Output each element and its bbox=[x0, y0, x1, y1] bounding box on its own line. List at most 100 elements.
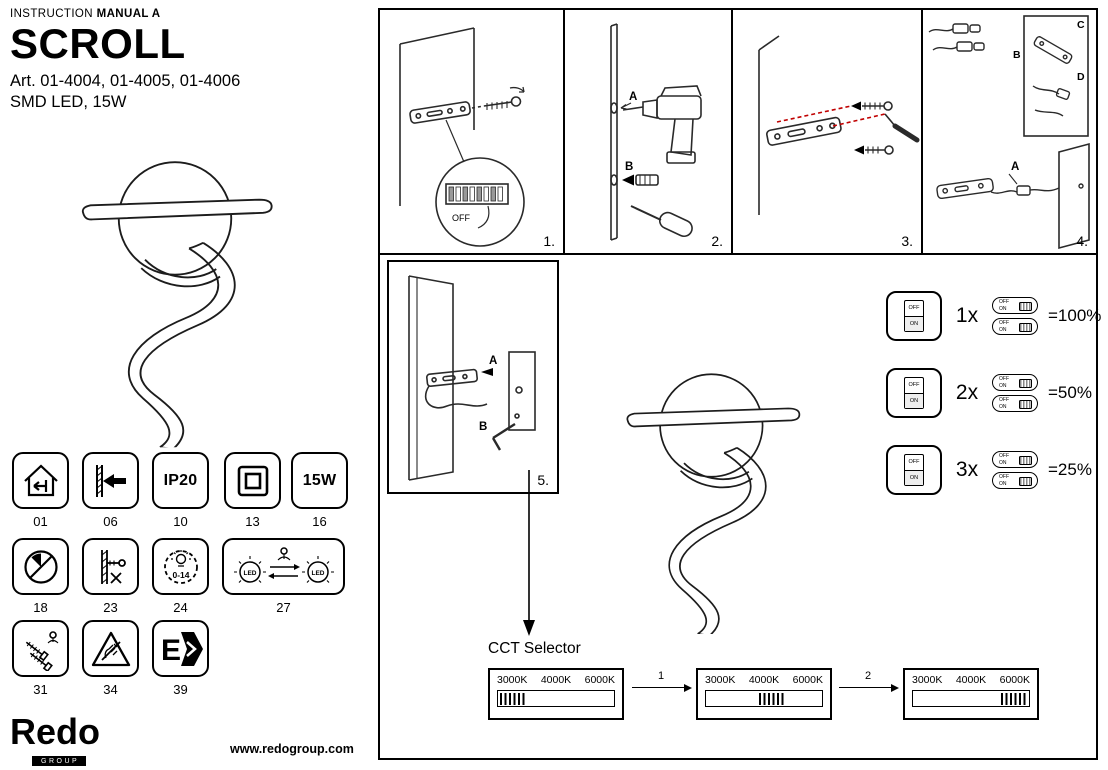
cct-selector-box-3000k: 3000K 4000K 6000K bbox=[488, 668, 624, 720]
step-number: 3. bbox=[901, 233, 913, 249]
switch-off-label: OFF bbox=[905, 455, 923, 471]
led-label-left: LED bbox=[243, 570, 256, 577]
lamp-cct-illustration bbox=[602, 339, 807, 647]
led-label-right: LED bbox=[311, 570, 324, 577]
led-swap-icon: LED LED bbox=[233, 546, 334, 583]
press-count: 3x bbox=[955, 458, 979, 481]
distance-label: 0-14 bbox=[172, 570, 189, 580]
step-1-drawing: OFF bbox=[399, 27, 525, 247]
switch-rocker: OFF ON bbox=[904, 377, 924, 409]
mini-on-label: ON bbox=[999, 383, 1007, 389]
brightness-result: =100% bbox=[1048, 306, 1102, 325]
mini-on-label: ON bbox=[999, 404, 1007, 410]
symbol-non-dimmable bbox=[12, 538, 69, 595]
right-arrow-icon bbox=[839, 683, 899, 692]
cct-label-4000k: 4000K bbox=[748, 674, 780, 686]
cct-selector-box-6000k: 3000K 4000K 6000K bbox=[903, 668, 1039, 720]
mini-on-label: ON bbox=[999, 460, 1007, 466]
dimming-option-50: OFF ON 2x OFF ON OFF ON =50% bbox=[886, 367, 1092, 419]
cct-selector-box-4000k: 3000K 4000K 6000K bbox=[696, 668, 832, 720]
dimming-option-100: OFF ON 1x OFF ON OFF ON =100% bbox=[886, 290, 1101, 342]
switch-on-label: ON bbox=[905, 393, 923, 408]
mini-switch-icon: OFF ON bbox=[992, 297, 1038, 314]
wall-screw-cross-icon bbox=[100, 549, 126, 584]
label-b: B bbox=[625, 161, 633, 173]
cct-label-3000k: 3000K bbox=[705, 674, 736, 686]
step-number: 1. bbox=[543, 233, 555, 249]
mini-on-label: ON bbox=[999, 327, 1007, 333]
wattage-label: 15W bbox=[302, 471, 337, 489]
symbol-indoor-use bbox=[12, 452, 69, 509]
symbol-do-not-touch bbox=[82, 620, 139, 677]
no-dimmer-icon bbox=[23, 549, 58, 584]
symbol-number: 23 bbox=[103, 600, 118, 615]
symbol-number: 10 bbox=[173, 514, 188, 529]
arrow-label: 2 bbox=[864, 670, 872, 682]
manual-label: INSTRUCTION bbox=[10, 8, 93, 20]
symbol-number: 18 bbox=[33, 600, 48, 615]
installation-panel: OFF 1. bbox=[378, 8, 1101, 760]
switch-sequence: OFF ON OFF ON bbox=[992, 451, 1038, 489]
mini-switch-icon: OFF ON bbox=[992, 395, 1038, 412]
mini-rocker bbox=[1019, 322, 1032, 332]
step-2: A B 2. bbox=[565, 10, 733, 255]
cct-step-arrow-1: 1 bbox=[632, 670, 692, 692]
label-a: A bbox=[489, 355, 497, 367]
step-5-drawing: A B bbox=[408, 275, 536, 481]
symbol-fixing-screws bbox=[12, 620, 69, 677]
e-letter: E bbox=[161, 634, 181, 667]
mini-off-label: OFF bbox=[999, 474, 1009, 480]
step-5: A B 5. bbox=[387, 260, 559, 494]
redo-logo: Redo GROUP bbox=[10, 714, 100, 768]
product-illustration bbox=[55, 135, 280, 450]
switch-sequence: OFF ON OFF ON bbox=[992, 374, 1038, 412]
switch-on-label: ON bbox=[905, 470, 923, 485]
cct-temperature-labels: 3000K 4000K 6000K bbox=[912, 674, 1030, 686]
symbol-wall-mount bbox=[82, 452, 139, 509]
mini-switch-icon: OFF ON bbox=[992, 451, 1038, 468]
header: INSTRUCTION MANUAL A SCROLL Art. 01-4004… bbox=[10, 8, 240, 112]
manual-variant: MANUAL A bbox=[96, 8, 161, 20]
switch-sequence: OFF ON OFF ON bbox=[992, 297, 1038, 335]
logo-wordmark: Redo bbox=[10, 711, 100, 752]
symbol-number: 31 bbox=[33, 682, 48, 697]
step-number: 4. bbox=[1076, 233, 1088, 249]
cct-slider bbox=[912, 690, 1030, 707]
product-spec: SMD LED, 15W bbox=[10, 93, 127, 112]
website-url: www.redogroup.com bbox=[230, 742, 354, 756]
symbol-ip-rating: IP20 bbox=[152, 452, 209, 509]
cct-slider-thumb bbox=[1001, 692, 1027, 705]
dimming-option-25: OFF ON 3x OFF ON OFF ON =25% bbox=[886, 444, 1092, 496]
screws-icon bbox=[25, 630, 58, 671]
cct-label-3000k: 3000K bbox=[912, 674, 943, 686]
mini-rocker bbox=[1019, 301, 1032, 311]
mini-rocker bbox=[1019, 399, 1032, 409]
ip-rating-label: IP20 bbox=[163, 471, 198, 489]
right-arrow-icon bbox=[632, 683, 692, 692]
cct-slider-thumb bbox=[759, 692, 785, 705]
step-2-drawing: A B bbox=[610, 23, 702, 241]
mini-rocker bbox=[1019, 378, 1032, 388]
wall-switch-icon: OFF ON bbox=[886, 445, 942, 495]
mini-switch-icon: OFF ON bbox=[992, 318, 1038, 335]
cct-temperature-labels: 3000K 4000K 6000K bbox=[497, 674, 615, 686]
symbol-led-replacement: LED LED bbox=[222, 538, 345, 595]
symbol-number: 01 bbox=[33, 514, 48, 529]
symbol-number: 16 bbox=[312, 514, 327, 529]
cct-label-6000k: 6000K bbox=[999, 674, 1030, 686]
logo-group-label: GROUP bbox=[32, 756, 87, 766]
mini-on-label: ON bbox=[999, 306, 1007, 312]
symbol-age-distance: 0-14 bbox=[152, 538, 209, 595]
article-numbers: Art. 01-4004, 01-4005, 01-4006 bbox=[10, 72, 241, 91]
cct-label-4000k: 4000K bbox=[540, 674, 572, 686]
step-number: 2. bbox=[711, 233, 723, 249]
symbol-wattage: 15W bbox=[291, 452, 348, 509]
switch-rocker: OFF ON bbox=[904, 300, 924, 332]
product-title: SCROLL bbox=[10, 20, 186, 67]
cct-pointer-arrow bbox=[523, 470, 535, 636]
cct-slider-thumb bbox=[500, 692, 526, 705]
cct-temperature-labels: 3000K 4000K 6000K bbox=[705, 674, 823, 686]
mini-off-label: OFF bbox=[999, 397, 1009, 403]
mini-switch-icon: OFF ON bbox=[992, 472, 1038, 489]
symbol-number: 13 bbox=[245, 514, 260, 529]
